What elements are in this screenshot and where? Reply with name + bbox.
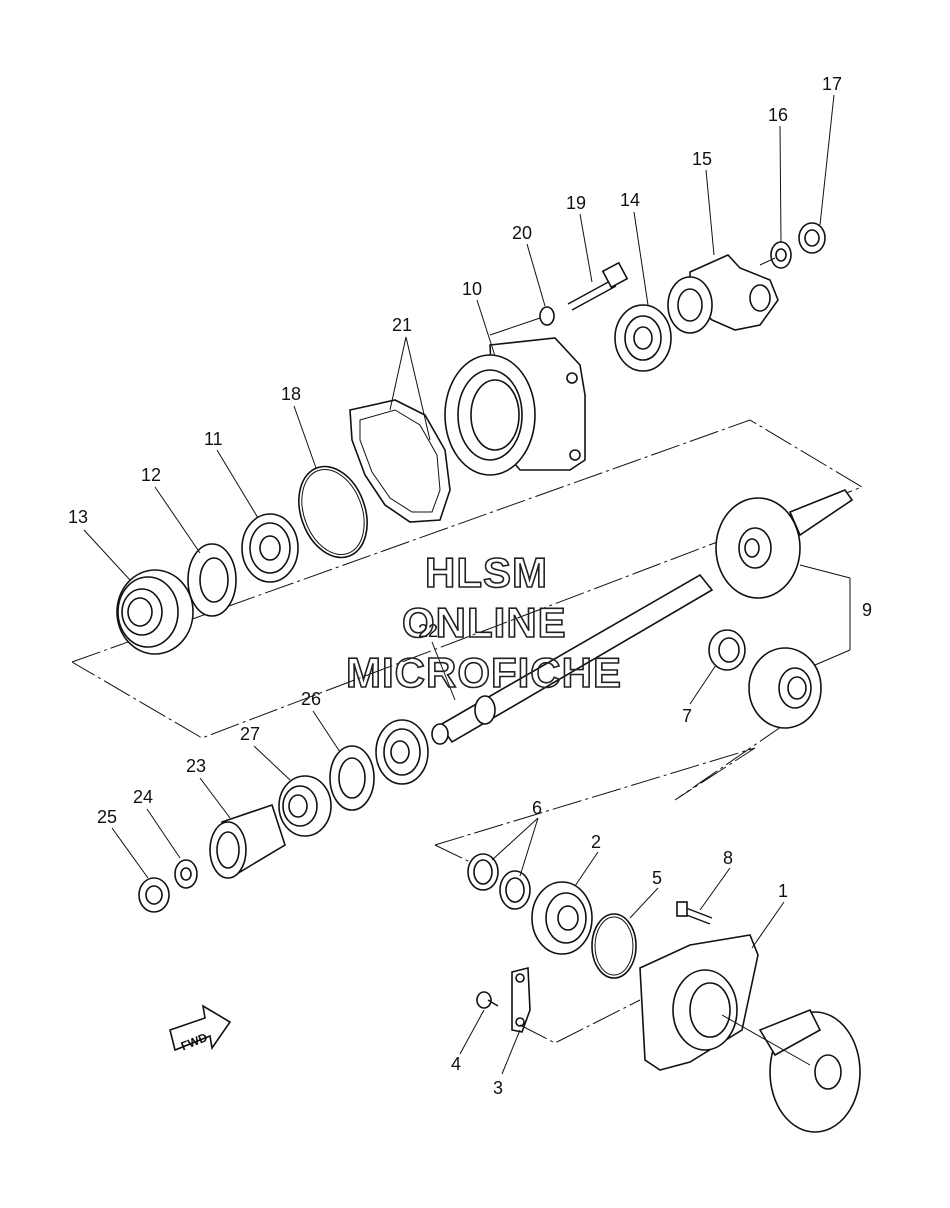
plate-outline-line	[519, 999, 641, 1044]
callout-4: 4	[451, 1054, 461, 1074]
plate-3	[511, 966, 531, 1033]
callout-7: 7	[682, 706, 692, 726]
watermark: HLSM ONLINE MICROFICHE	[345, 548, 622, 697]
watermark-line-2: ONLINE	[402, 599, 567, 646]
o-ring-5	[591, 913, 637, 979]
callout-3: 3	[493, 1078, 503, 1098]
callout-13: 13	[68, 507, 88, 527]
bolt-8	[676, 901, 713, 925]
callout-5: 5	[652, 868, 662, 888]
housing-cover-1	[639, 934, 759, 1071]
flange-nut-17	[798, 222, 826, 254]
washer-24	[174, 859, 198, 889]
bearing-27	[278, 775, 332, 837]
watermark-line-1: HLSM	[425, 549, 548, 596]
shim-6b	[499, 870, 531, 910]
callout-26: 26	[301, 689, 321, 709]
forward-direction-icon: FWD	[169, 1004, 232, 1053]
callout-17: 17	[822, 74, 842, 94]
axis-line-16	[759, 257, 776, 266]
leader-lines	[83, 94, 851, 1075]
callout-1: 1	[778, 881, 788, 901]
callout-22: 22	[418, 621, 438, 641]
callout-2: 2	[591, 832, 601, 852]
bearing-14	[614, 304, 672, 372]
callout-8: 8	[723, 848, 733, 868]
callout-23: 23	[186, 756, 206, 776]
washer-16	[770, 241, 792, 269]
ring-gear-9	[715, 489, 854, 599]
bearing-13	[116, 569, 194, 655]
callout-21: 21	[392, 315, 412, 335]
bearing-11	[241, 513, 299, 583]
axis-line-20	[489, 317, 541, 336]
assembly-outline-upper	[71, 419, 864, 739]
watermark-line-3: MICROFICHE	[346, 649, 622, 696]
drive-shaft-22	[431, 573, 714, 745]
nut-7	[708, 629, 746, 671]
callout-labels: 17 16 15 14 19 20 10 21 18 11 12 13 9 7 …	[68, 74, 872, 1098]
callout-20: 20	[512, 223, 532, 243]
callout-24: 24	[133, 787, 153, 807]
nut-25	[138, 877, 170, 913]
callout-14: 14	[620, 190, 640, 210]
callout-9: 9	[862, 600, 872, 620]
shim-6a	[467, 853, 499, 891]
callout-11: 11	[204, 429, 223, 449]
callout-6: 6	[532, 798, 542, 818]
callout-18: 18	[281, 384, 301, 404]
o-ring-18	[298, 465, 368, 559]
callout-12: 12	[141, 465, 161, 485]
assembly-outline-lower	[434, 699, 821, 863]
bearing-2	[531, 881, 593, 955]
bearing-22	[375, 719, 429, 785]
callout-10: 10	[462, 279, 482, 299]
washer-20	[539, 306, 555, 326]
callout-15: 15	[692, 149, 712, 169]
callout-25: 25	[97, 807, 117, 827]
housing-10	[444, 337, 586, 476]
needle-bearing-23	[209, 803, 286, 879]
callout-19: 19	[566, 193, 586, 213]
axis-line-1	[721, 1014, 811, 1066]
spacer-26	[329, 745, 375, 811]
gasket-21	[349, 399, 451, 523]
driven-gear-1	[758, 1008, 861, 1133]
yoke-15	[667, 254, 779, 334]
screw-4	[476, 991, 499, 1009]
callout-27: 27	[240, 724, 260, 744]
bolt-19	[567, 261, 629, 311]
spline-spacer-12	[187, 543, 237, 617]
callout-16: 16	[768, 105, 788, 125]
pinion-gear-9	[748, 647, 822, 729]
